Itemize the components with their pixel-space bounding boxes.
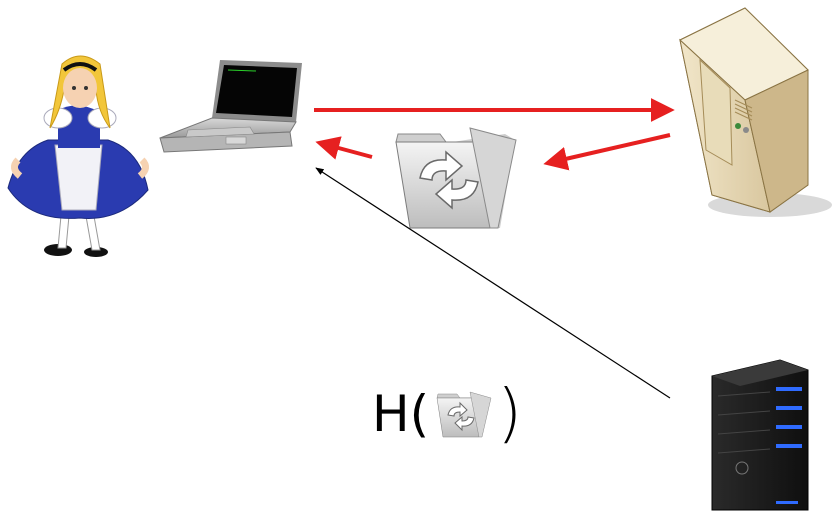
arrow-folder-to-laptop bbox=[315, 136, 373, 160]
server-tower-icon bbox=[679, 7, 832, 217]
alice-figure bbox=[7, 55, 149, 257]
black-server-tower-icon bbox=[711, 359, 809, 511]
exchange-folder-icon bbox=[395, 127, 517, 229]
laptop-icon bbox=[159, 60, 302, 153]
hash-folder-icon bbox=[436, 391, 492, 438]
hash-expression: H( ) bbox=[372, 382, 522, 446]
hash-suffix: ) bbox=[497, 377, 523, 451]
hash-prefix: H( bbox=[372, 385, 430, 443]
arrow-server-to-folder bbox=[543, 133, 671, 171]
arrow-black-server-to-laptop bbox=[315, 167, 671, 399]
